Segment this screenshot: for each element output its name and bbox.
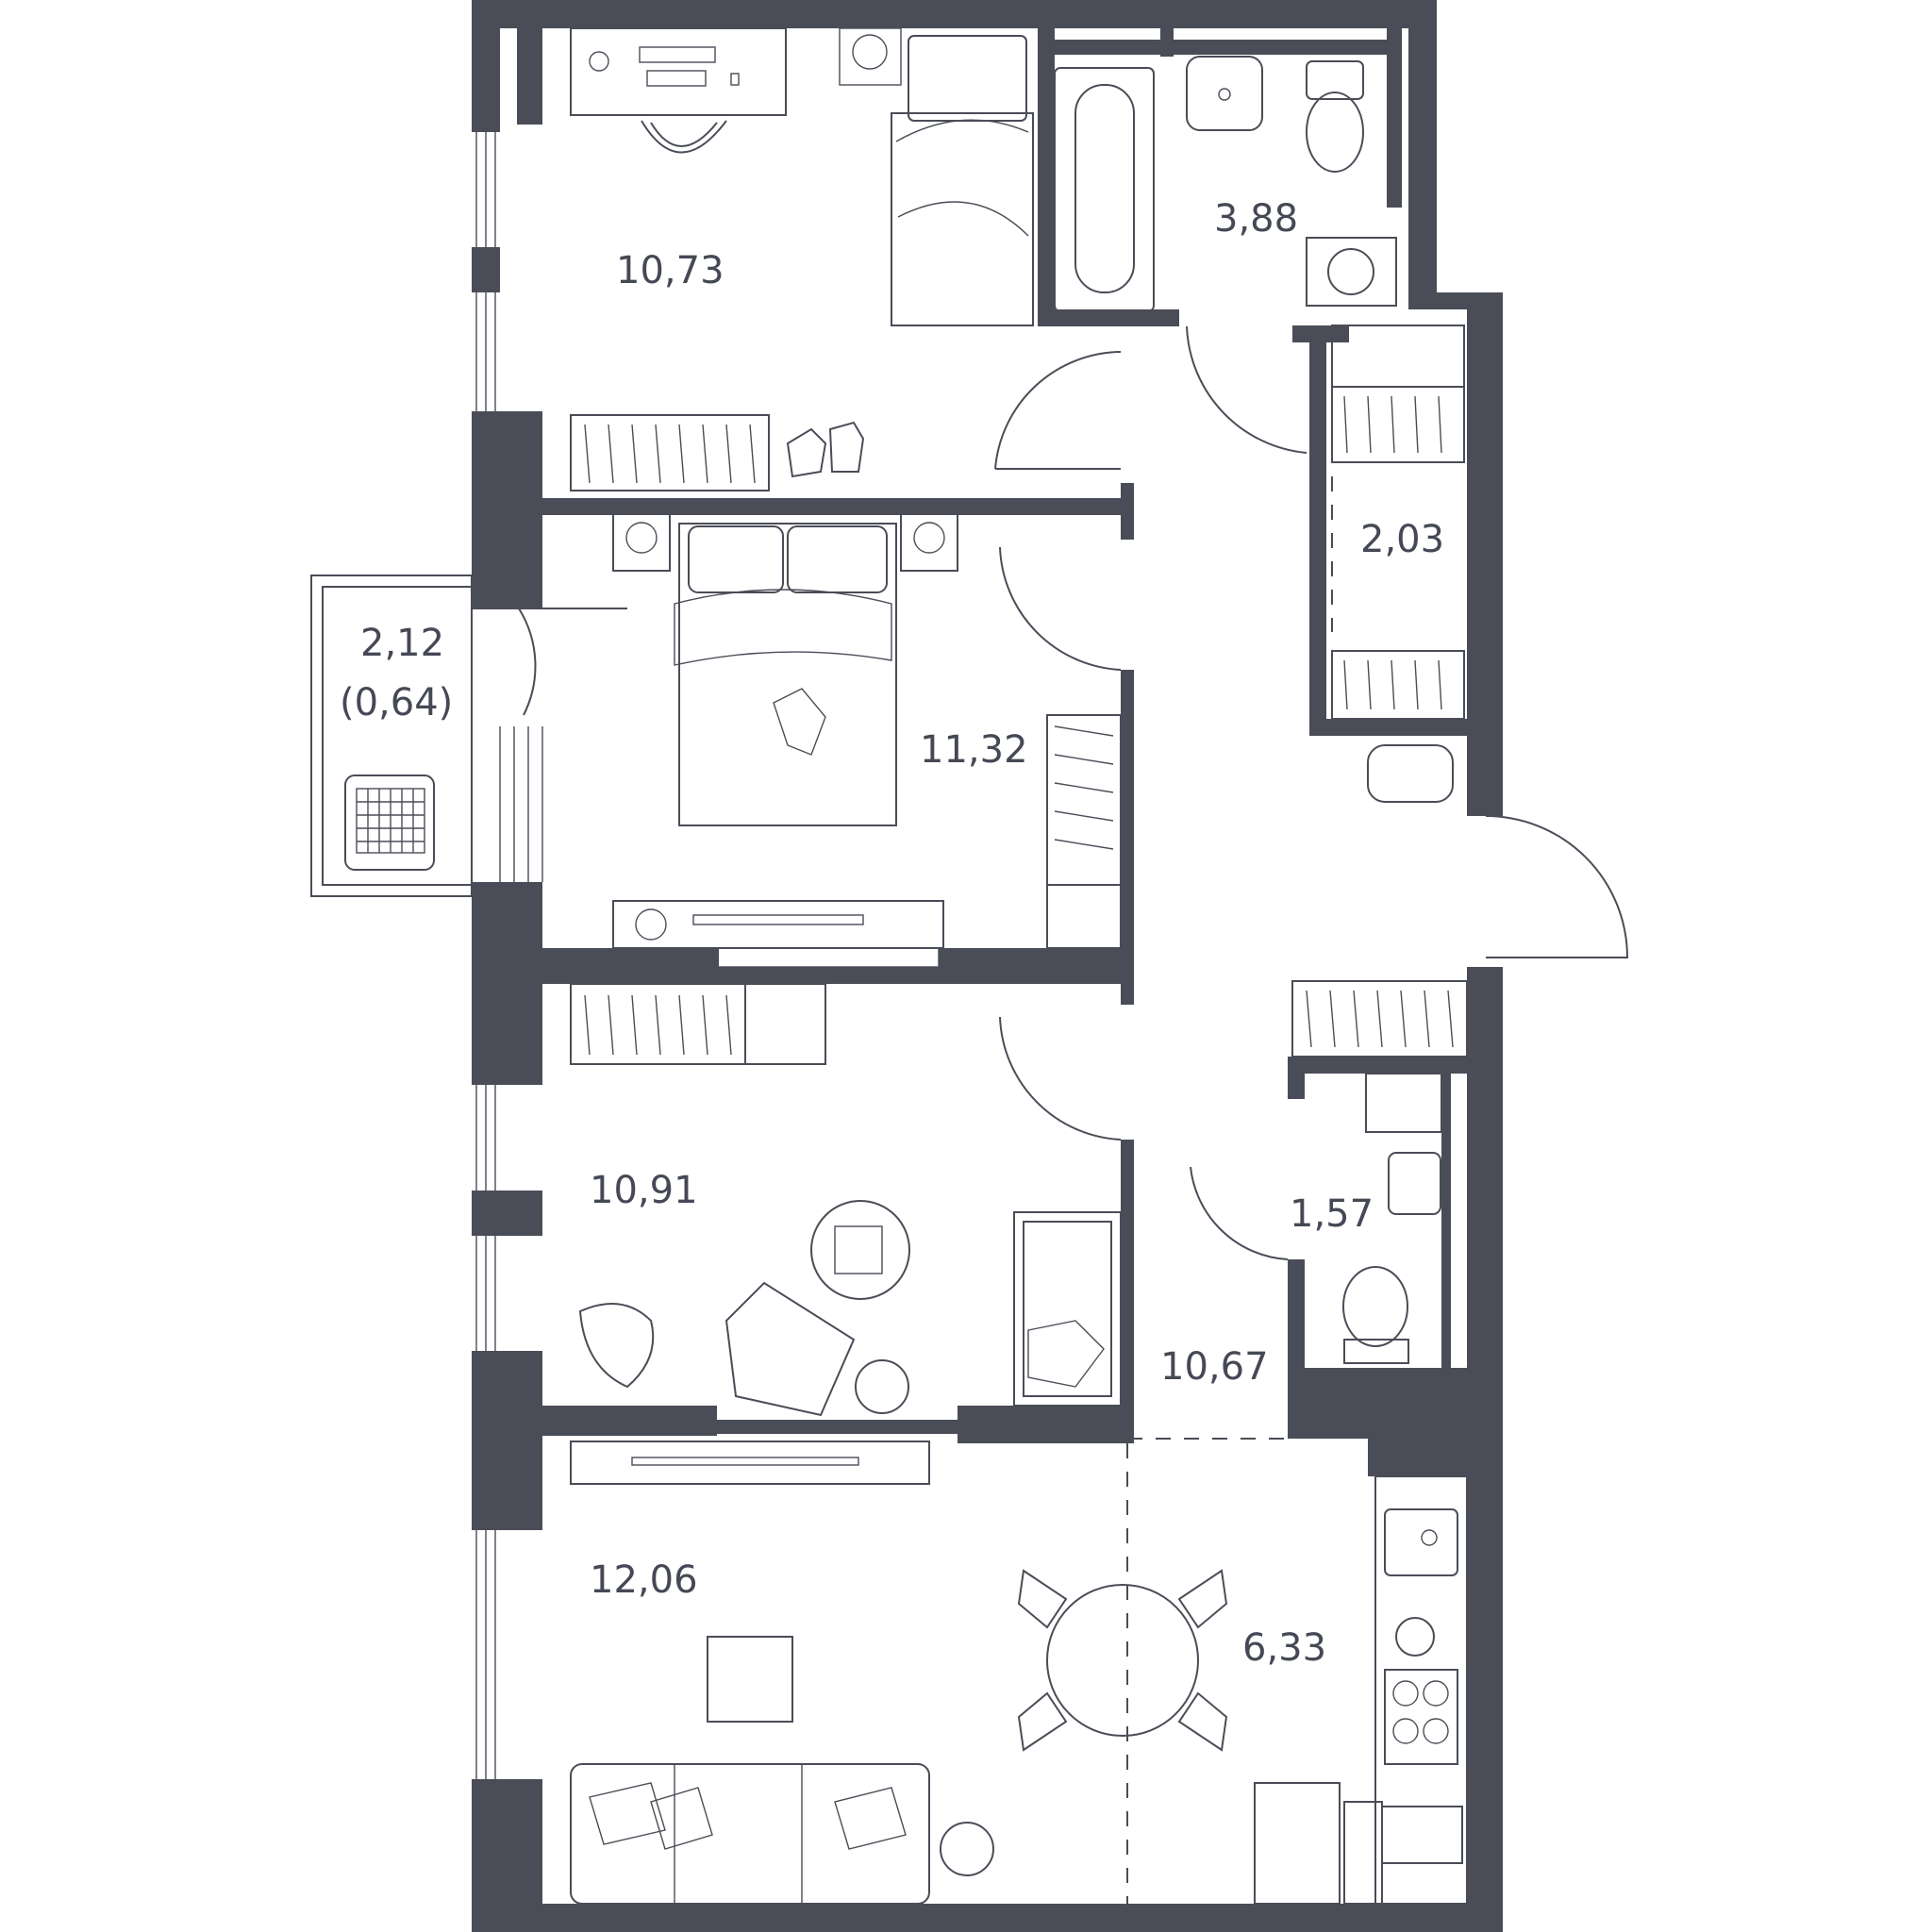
area-bedroom-2: 11,32 <box>920 728 1028 772</box>
wall-wardrobe-top <box>1292 325 1349 342</box>
wall-right-lower <box>1467 967 1503 1932</box>
door-bath <box>1186 325 1307 454</box>
room-labels: 10,73 3,88 2,03 2,12 (0,64) 11,32 10,91 … <box>340 197 1444 1670</box>
washbasin <box>1186 56 1263 131</box>
area-kitchen: 6,33 <box>1242 1626 1326 1670</box>
tv-stand-bed2 <box>612 900 944 968</box>
area-living-room: 12,06 <box>590 1558 698 1602</box>
area-wardrobe: 2,03 <box>1360 518 1444 561</box>
wall-right-step <box>1408 292 1503 309</box>
door-bed2 <box>999 546 1122 671</box>
wall-wc-bottom <box>1288 1368 1467 1439</box>
wall-bottom <box>472 1904 1503 1932</box>
area-balcony: 2,12 <box>360 622 444 665</box>
wc-toilet <box>1342 1266 1409 1364</box>
wall-bath-right-inner <box>1387 19 1402 208</box>
wall-right-mid <box>1467 292 1503 816</box>
window-bed3 <box>475 1085 496 1351</box>
wall-left-top <box>472 0 500 132</box>
door-entrance <box>1485 815 1629 958</box>
zone-lines <box>1126 476 1333 1904</box>
armchair <box>724 1281 856 1417</box>
walls <box>472 0 1503 1932</box>
wall-kitchen-stub-inner <box>1387 1439 1467 1476</box>
area-hallway: 10,67 <box>1160 1345 1269 1389</box>
sofa <box>570 1763 930 1905</box>
wardrobe-bed2 <box>1046 714 1122 949</box>
wardrobe-bed3 <box>570 983 826 1065</box>
coffee-table <box>810 1200 910 1300</box>
door-bed1 <box>994 351 1122 470</box>
doors <box>518 325 1629 1260</box>
window-living <box>475 1530 496 1779</box>
wall-bed1-bed2 <box>500 498 1134 515</box>
tv-stand-living <box>570 1441 930 1485</box>
wall-top-left <box>472 0 1047 28</box>
area-bedroom-3: 10,91 <box>590 1169 698 1212</box>
wall-bath-bottom <box>1038 309 1179 326</box>
wall-wc-top <box>1288 1057 1467 1074</box>
wall-bath-top-inner-3 <box>1168 40 1387 55</box>
desk-chair <box>641 120 727 154</box>
window-bed2 <box>499 726 543 882</box>
desk <box>570 27 787 116</box>
sofa-bed3 <box>1013 1211 1122 1407</box>
wall-top-right <box>1038 0 1436 28</box>
wall-bed2-bed3-right <box>939 948 1134 984</box>
double-bed <box>674 523 897 826</box>
bed-single <box>839 27 1034 326</box>
wc-shelf <box>1291 980 1468 1133</box>
windows <box>475 132 543 1779</box>
area-bathroom: 3,88 <box>1214 197 1298 241</box>
side-table <box>855 1359 909 1414</box>
wall-inner-left-top <box>517 0 542 125</box>
wardrobe-bed1 <box>570 414 770 491</box>
wall-left-pier-5 <box>472 1351 542 1530</box>
area-bedroom-1: 10,73 <box>616 249 724 292</box>
wall-bed2-bed3-left <box>500 948 719 984</box>
wall-bed1-bath <box>1038 0 1055 325</box>
floor-lamp <box>940 1822 994 1876</box>
washing-machine <box>1306 237 1397 307</box>
rug <box>707 1636 793 1723</box>
wall-bed2-corridor <box>1121 670 1134 1005</box>
area-wc: 1,57 <box>1290 1192 1374 1236</box>
balcony <box>310 575 473 897</box>
toilet-bath <box>1306 60 1364 173</box>
wall-bed1-bed2-stub <box>1121 483 1134 540</box>
balcony-inner <box>322 586 473 886</box>
kitchen-counter <box>1254 1475 1468 1905</box>
door-balcony <box>518 608 627 716</box>
wc-sink <box>1388 1152 1441 1215</box>
window-bed1 <box>475 132 496 411</box>
wall-bed3-living-right <box>958 1406 1134 1443</box>
wall-left-pier-4 <box>472 1191 542 1236</box>
door-wc <box>1190 1166 1289 1260</box>
furniture <box>570 27 1468 1905</box>
wardrobe-shelves <box>1331 325 1465 720</box>
wall-bath-top-inner <box>1055 40 1168 55</box>
wall-bed3-corridor <box>1121 1140 1134 1423</box>
wall-wardrobe-left <box>1309 325 1326 736</box>
dining-table <box>1017 1569 1228 1752</box>
wall-wc-right-inner <box>1441 1074 1451 1368</box>
wall-wardrobe-bottom <box>1309 719 1470 736</box>
bathtub <box>1054 67 1155 312</box>
rollerblades <box>786 421 865 478</box>
wall-bed2-bed3-mid <box>719 967 939 984</box>
plant <box>578 1303 655 1389</box>
pouf <box>1367 744 1454 803</box>
door-bed3 <box>999 1016 1122 1141</box>
area-balcony-note: (0,64) <box>340 681 453 724</box>
balcony-chair <box>344 774 435 871</box>
nightstands <box>612 513 958 572</box>
wall-bed3-living-left <box>500 1406 717 1436</box>
wall-right-bath <box>1408 0 1437 294</box>
wall-bed3-living-mid <box>717 1420 958 1434</box>
